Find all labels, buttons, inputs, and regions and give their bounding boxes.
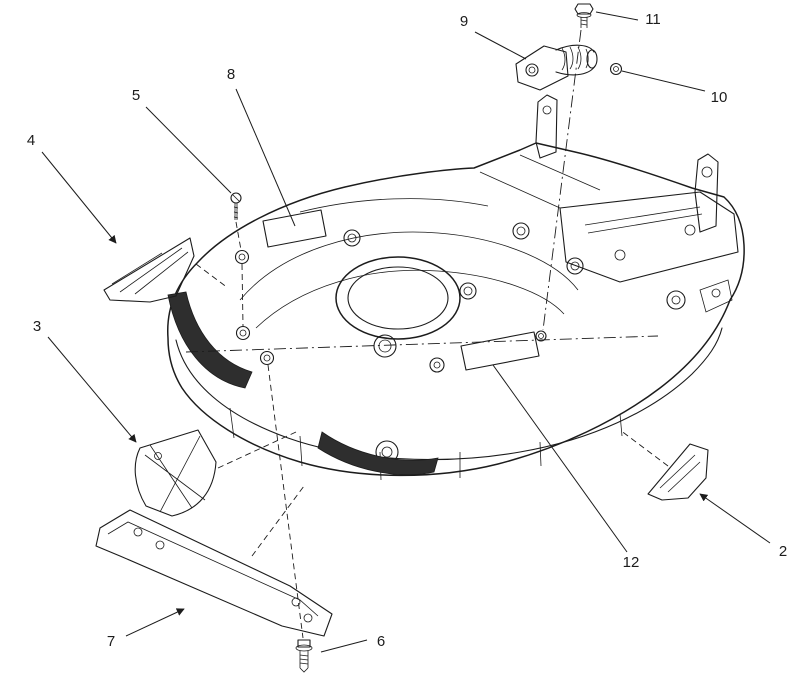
callout-label-12: 12 — [623, 554, 640, 571]
callout-label-5: 5 — [132, 87, 140, 104]
front-baffle-strip — [317, 431, 439, 476]
callout-label-4: 4 — [27, 132, 35, 149]
part-2-bracket — [647, 443, 709, 501]
assembly-dash-lines — [185, 29, 669, 639]
part-7-skirt-plate — [95, 509, 333, 637]
mower-deck-housing — [167, 94, 745, 481]
callout-label-10: 10 — [711, 89, 728, 106]
part-8-decal — [262, 209, 327, 248]
callout-label-9: 9 — [460, 13, 468, 30]
part-9-bracket — [515, 44, 598, 91]
part-11-bolt — [574, 3, 594, 28]
callout-label-3: 3 — [33, 318, 41, 335]
washers-and-nuts — [234, 249, 275, 366]
part-10-nut — [609, 62, 623, 76]
left-baffle-strip — [167, 291, 253, 389]
callout-label-2: 2 — [779, 543, 787, 560]
part-6-bolt — [295, 639, 313, 673]
callout-label-8: 8 — [227, 66, 235, 83]
part-4-baffle — [103, 237, 195, 303]
callout-label-6: 6 — [377, 633, 385, 650]
deck-bosses — [343, 222, 584, 373]
callout-label-7: 7 — [107, 633, 115, 650]
callout-labels: 2 3 4 5 6 7 8 9 10 11 12 — [27, 11, 787, 650]
part-3-shield — [134, 429, 217, 517]
callout-label-11: 11 — [645, 11, 661, 28]
callout-leader-lines — [41, 11, 771, 653]
part-12-decal — [460, 331, 540, 371]
part-5-screw — [230, 192, 242, 220]
